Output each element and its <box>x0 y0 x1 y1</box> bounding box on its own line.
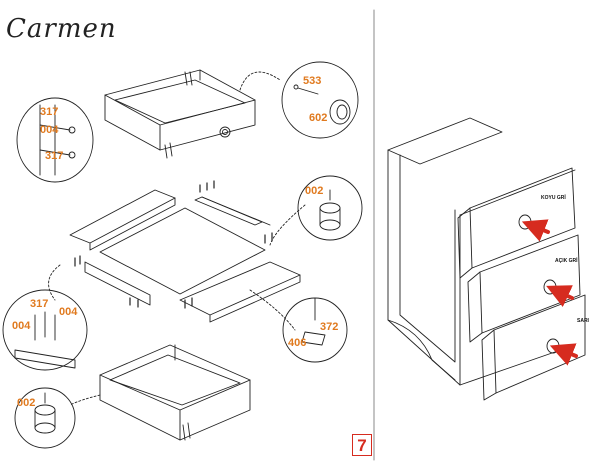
part-label-002-right: 002 <box>305 185 324 197</box>
part-label-317-mid: 317 <box>45 150 64 162</box>
part-label-004-lower-left: 004 <box>12 320 31 332</box>
detail-handle-circle <box>281 61 359 139</box>
detail-screw-circle <box>282 297 348 363</box>
part-label-317-top: 317 <box>40 106 59 118</box>
part-label-002-lower: 002 <box>17 397 36 409</box>
detail-dowel-circle-left <box>16 97 94 183</box>
drawer-box-top <box>104 69 256 159</box>
nightstand-cabinet <box>387 117 586 401</box>
detail-cam-circle-lower <box>14 387 76 449</box>
drawer-label-top: KOYU GRİ <box>541 195 566 201</box>
part-label-602: 602 <box>309 112 328 124</box>
detail-dowel-circle-lower <box>2 289 88 371</box>
detail-cam-circle-right <box>297 175 363 241</box>
part-label-372: 372 <box>320 321 339 333</box>
drawer-box-bottom <box>99 344 251 441</box>
brand-logo-text: Carmen <box>6 14 117 44</box>
part-label-317-lower: 317 <box>30 298 49 310</box>
part-label-533: 533 <box>303 75 322 87</box>
page-number-badge: 7 <box>352 434 372 456</box>
drawer-panels-exploded <box>69 189 301 323</box>
part-label-406: 406 <box>288 337 307 349</box>
knob-arrows <box>521 219 578 366</box>
drawer-label-middle: AÇIK GRİ <box>555 258 578 264</box>
part-label-004-lower-right: 004 <box>59 306 78 318</box>
part-label-004-top: 004 <box>40 124 59 136</box>
drawer-label-bottom: SARI <box>577 318 589 324</box>
